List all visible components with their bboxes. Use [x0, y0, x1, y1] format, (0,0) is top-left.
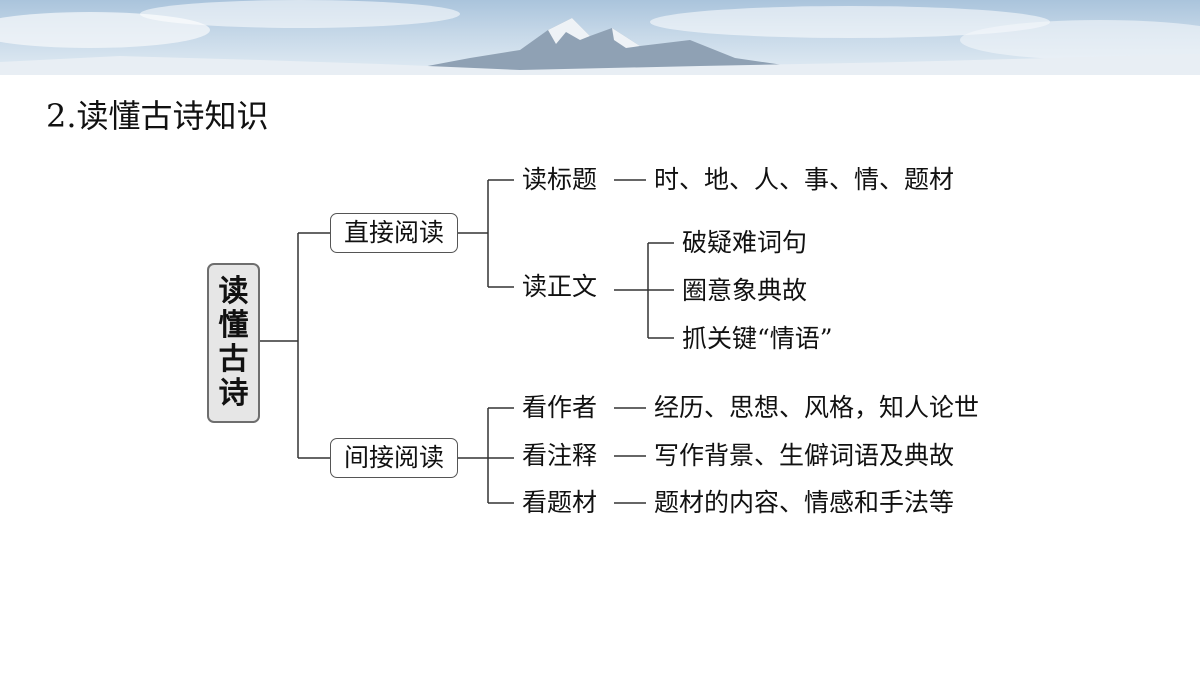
- mountain-landscape-image: [0, 0, 1200, 75]
- item-author-detail: 经历、思想、风格，知人论世: [654, 393, 980, 422]
- item-notes: 看注释: [522, 441, 598, 470]
- page-title: 2.读懂古诗知识: [46, 97, 269, 135]
- subitem-key-emotion-words: 抓关键“情语”: [682, 324, 833, 353]
- item-read-text: 读正文: [522, 272, 598, 301]
- item-notes-detail: 写作背景、生僻词语及典故: [654, 441, 955, 470]
- root-char: 古: [218, 342, 249, 377]
- subitem-difficult-words: 破疑难词句: [682, 228, 808, 257]
- root-char: 懂: [218, 308, 249, 343]
- item-read-title-detail: 时、地、人、事、情、题材: [654, 165, 955, 194]
- root-char: 诗: [218, 376, 249, 411]
- subitem-imagery-allusions: 圈意象典故: [682, 276, 808, 305]
- node-indirect-reading: 间接阅读: [330, 438, 458, 478]
- root-char: 读: [218, 274, 249, 309]
- root-node: 读 懂 古 诗: [207, 263, 260, 423]
- header-banner: [0, 0, 1200, 75]
- item-author: 看作者: [522, 393, 598, 422]
- node-direct-reading: 直接阅读: [330, 213, 458, 253]
- item-subject: 看题材: [522, 488, 598, 517]
- item-subject-detail: 题材的内容、情感和手法等: [654, 488, 955, 517]
- item-read-title: 读标题: [522, 165, 598, 194]
